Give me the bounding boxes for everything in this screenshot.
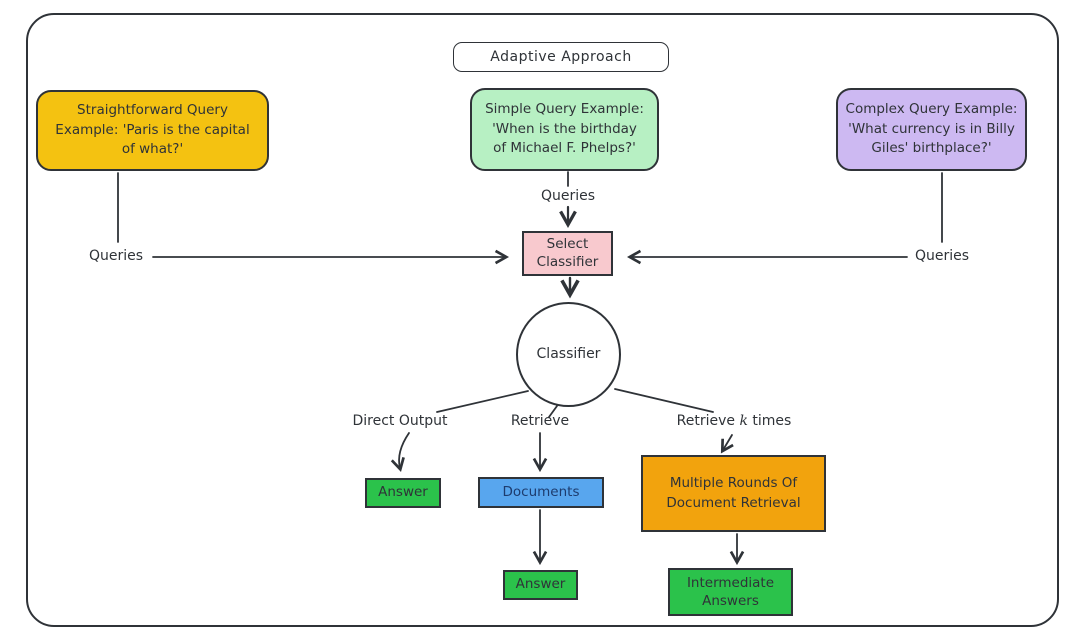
complex-query-node: Complex Query Example: 'What currency is… — [836, 88, 1027, 171]
retrieve-k-pre: Retrieve — [676, 413, 740, 429]
retrieve-k-variable: k — [739, 413, 748, 429]
retrieve-label: Retrieve — [510, 413, 570, 429]
queries-top-label: Queries — [540, 188, 596, 204]
queries-left-label: Queries — [88, 248, 144, 264]
queries-right-label: Queries — [914, 248, 970, 264]
intermediate-answers-node: Intermediate Answers — [668, 568, 793, 616]
select-classifier-node: Select Classifier — [522, 231, 613, 276]
documents-node: Documents — [478, 477, 604, 508]
multi-round-retrieval-node: Multiple Rounds Of Document Retrieval — [641, 455, 826, 532]
classifier-circle-node: Classifier — [516, 302, 621, 407]
diagram-title: Adaptive Approach — [453, 42, 669, 72]
simple-query-node: Simple Query Example: 'When is the birth… — [470, 88, 659, 171]
answer-retrieve-node: Answer — [503, 570, 578, 600]
retrieve-k-post: times — [747, 413, 792, 429]
straightforward-query-node: Straightforward Query Example: 'Paris is… — [36, 90, 269, 171]
answer-direct-node: Answer — [365, 478, 441, 508]
retrieve-k-times-label: Retrieve k times — [670, 413, 798, 429]
direct-output-label: Direct Output — [352, 413, 448, 429]
